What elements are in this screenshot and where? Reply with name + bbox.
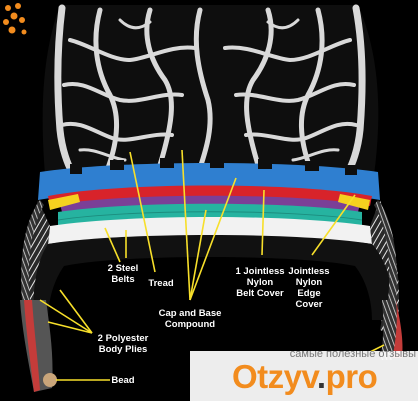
bead-bundle	[43, 373, 57, 387]
label-bead: Bead	[111, 375, 135, 386]
watermark-logo-text: Otzyv.pro	[232, 358, 378, 395]
watermark-logo-icon	[3, 3, 27, 35]
edge-cover-left	[48, 194, 80, 210]
leader-lines	[39, 149, 385, 381]
watermark-panel	[190, 351, 418, 401]
inner-liner	[33, 235, 393, 320]
label-steel-belts: 2 Steel Belts	[107, 263, 139, 285]
watermark-caption: самые полезные отзывы	[289, 348, 416, 360]
label-edge-cover: Jointless Nylon Edge Cover	[288, 266, 330, 310]
label-body-plies: 2 Polyester Body Plies	[97, 333, 149, 355]
tread-grooves	[54, 4, 366, 176]
label-cap-base: Cap and Base Compound	[158, 308, 222, 330]
label-belt-cover: 1 Jointless Nylon Belt Cover	[235, 266, 285, 299]
edge-cover-right	[338, 194, 370, 210]
label-tread: Tread	[148, 278, 174, 289]
tread-block	[42, 5, 379, 175]
